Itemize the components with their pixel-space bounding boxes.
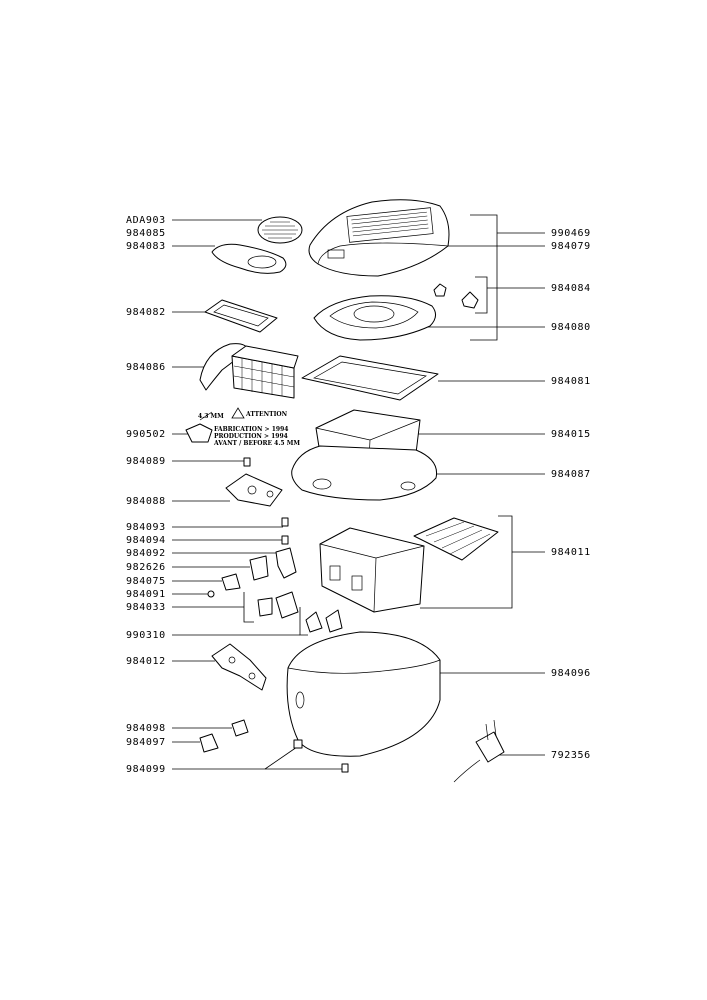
- part-label: 984086: [126, 362, 166, 373]
- part-label: 984092: [126, 548, 166, 559]
- part-label: 792356: [551, 750, 591, 761]
- part-label: 984079: [551, 241, 591, 252]
- part-label: 984083: [126, 241, 166, 252]
- lid-part: [308, 199, 450, 277]
- part-label: 984081: [551, 376, 591, 387]
- electrical-parts: [207, 517, 343, 633]
- part-label: 984033: [126, 602, 166, 613]
- part-label: 984093: [126, 522, 166, 533]
- part-label: 984015: [551, 429, 591, 440]
- part-label: 990469: [551, 228, 591, 239]
- warning-icon: [231, 407, 245, 419]
- power-plug-part: [453, 719, 505, 783]
- thermostat-part: [185, 411, 213, 443]
- part-label: 984091: [126, 589, 166, 600]
- part-label: 984087: [551, 469, 591, 480]
- note-line2: PRODUCTION > 1994: [214, 433, 288, 440]
- part-label: 984085: [126, 228, 166, 239]
- part-label: 984080: [551, 322, 591, 333]
- part-label: 982626: [126, 562, 166, 573]
- part-label: 984097: [126, 737, 166, 748]
- small-bits-part: [199, 719, 349, 773]
- note-line3: AVANT / BEFORE 4.5 MM: [213, 440, 300, 447]
- lid-handle-part: [211, 243, 287, 274]
- base-housing-part: [286, 631, 441, 757]
- right-leader-lines: [410, 214, 545, 756]
- part-label: 984082: [126, 307, 166, 318]
- lid-clips-part: [433, 283, 479, 309]
- part-label: 984011: [551, 547, 591, 558]
- part-label: 984084: [551, 283, 591, 294]
- inner-lid-part: [313, 295, 436, 341]
- note-size: 4.3 MM: [198, 413, 224, 420]
- housing-ring-part: [291, 445, 438, 501]
- gasket-frame-part: [301, 355, 439, 401]
- thermostat-note: 4.3 MM ATTENTION FABRICATION > 1994 PROD…: [198, 407, 300, 447]
- outer-box-part: [319, 517, 499, 613]
- fry-basket-part: [199, 343, 299, 399]
- left-leader-lines: [172, 219, 344, 770]
- note-warning: ATTENTION: [245, 411, 288, 418]
- part-label: 984089: [126, 456, 166, 467]
- part-label: 984088: [126, 496, 166, 507]
- filter-pad-part: [257, 216, 303, 244]
- part-label: 990310: [126, 630, 166, 641]
- part-label: 984012: [126, 656, 166, 667]
- part-label: ADA903: [126, 215, 166, 226]
- right-labels: 990469 984079 984084 984080 984081 98401…: [551, 228, 591, 761]
- note-line1: FABRICATION > 1994: [214, 426, 288, 433]
- part-label: 984094: [126, 535, 166, 546]
- control-panel-part: [225, 457, 283, 507]
- part-label: 984098: [126, 723, 166, 734]
- part-label: 984099: [126, 764, 166, 775]
- left-labels: ADA903 984085 984083 984082 984086 99050…: [126, 215, 166, 775]
- bracket-part: [211, 643, 267, 691]
- filter-plate-part: [204, 299, 278, 333]
- part-label: 984096: [551, 668, 591, 679]
- part-label: 984075: [126, 576, 166, 587]
- part-label: 990502: [126, 429, 166, 440]
